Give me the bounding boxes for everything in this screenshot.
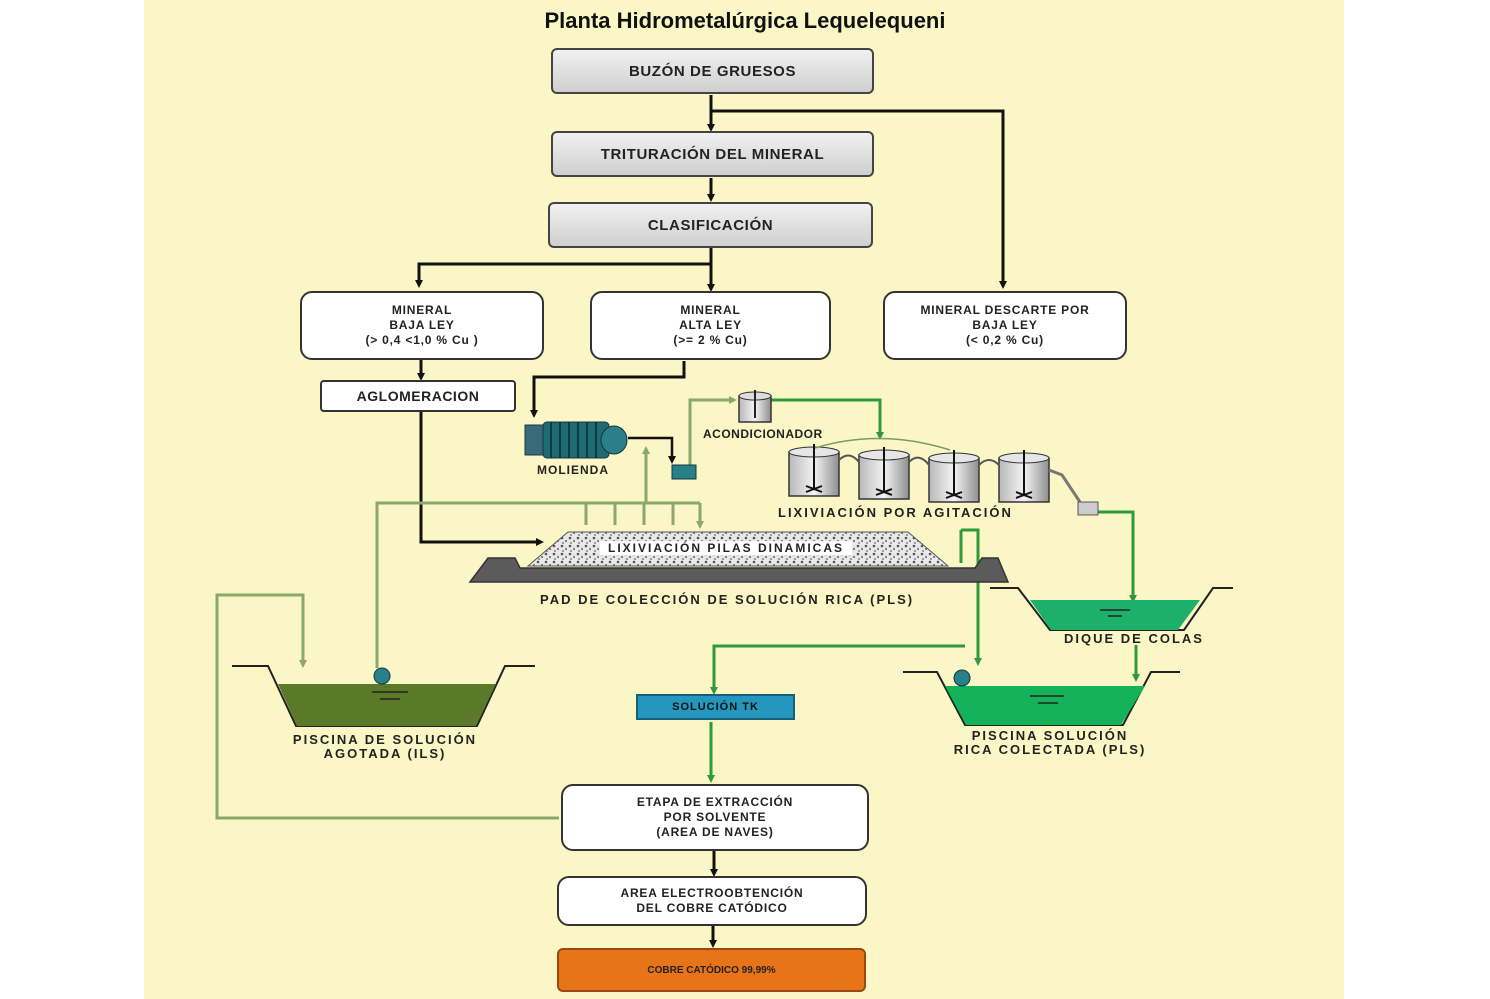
mill-pump: [671, 464, 697, 480]
diagram-title: Planta Hidrometalúrgica Lequelequeni: [544, 8, 946, 33]
agitation-tanks: [788, 437, 1099, 516]
label-lixiviacion-agitacion: LIXIVIACIÓN POR AGITACIÓN: [778, 505, 1013, 520]
node-cobre-catodico: COBRE CATÓDICO 99,99%: [557, 948, 866, 992]
arrow-pls-solucion-tk: [710, 644, 965, 695]
label-molienda: MOLIENDA: [537, 463, 609, 477]
node-mineral-baja-ley: MINERAL BAJA LEY (> 0,4 <1,0 % Cu ): [300, 291, 544, 360]
conditioner-tank: [738, 390, 772, 423]
node-trituracion-del-mineral: TRITURACIÓN DEL MINERAL: [551, 131, 874, 177]
green-flow-lines: [707, 398, 1140, 783]
agitation-tank-1: [788, 444, 840, 497]
agitation-tank-4: [998, 450, 1050, 503]
label-dique-de-colas: DIQUE DE COLAS: [1064, 631, 1204, 646]
node-solucion-tk: SOLUCIÓN TK: [636, 694, 795, 720]
arrow-pump-acondicionador: [688, 396, 737, 476]
arrow-acondicionador-agitacion: [770, 398, 884, 440]
tailings-dam: [990, 587, 1233, 631]
arrow-extraccion-ils: [215, 593, 559, 820]
line-ils-riego: [375, 501, 700, 668]
heap-pad: [468, 531, 1010, 583]
arrow-alta-molienda: [530, 361, 686, 418]
agitation-tank-3: [928, 450, 980, 503]
label-piscina-agotada: PISCINA DE SOLUCIÓN AGOTADA (ILS): [292, 732, 478, 761]
collection-pad: [468, 557, 1010, 583]
node-mineral-descarte: MINERAL DESCARTE POR BAJA LEY (< 0,2 % C…: [883, 291, 1127, 360]
pls-pump: [953, 669, 971, 687]
label-pad-coleccion: PAD DE COLECCIÓN DE SOLUCIÓN RICA (PLS): [540, 592, 915, 607]
arrow-pad-pls: [959, 528, 978, 662]
olive-flow-lines: [215, 396, 737, 820]
node-extraccion-por-solvente: ETAPA DE EXTRACCIÓN POR SOLVENTE (AREA D…: [561, 784, 869, 851]
node-area-electroobtencion: AREA ELECTROOBTENCIÓN DEL COBRE CATÓDICO: [557, 876, 867, 926]
node-aglomeracion: AGLOMERACION: [320, 380, 516, 412]
ils-pump: [373, 667, 391, 685]
ils-pool: [232, 665, 535, 727]
dark-flow-lines: [415, 95, 1007, 948]
label-piscina-rica: PISCINA SOLUCIÓN RICA COLECTADA (PLS): [953, 728, 1147, 757]
arrows-riego-pilas: [584, 503, 700, 525]
arrow-aglomeracion-pilas: [419, 411, 544, 546]
agitation-tank-2: [858, 447, 910, 500]
ball-mill: [524, 421, 628, 459]
arrow-agitacion-dique: [1096, 510, 1137, 603]
label-lixiviacion-pilas: LIXIVIACIÓN PILAS DINAMICAS: [600, 541, 853, 555]
pls-pool: [903, 669, 1180, 726]
arrow-molienda-pump: [628, 436, 676, 464]
label-acondicionador: ACONDICIONADOR: [703, 427, 823, 441]
node-clasificacion: CLASIFICACIÓN: [548, 202, 873, 248]
arrow-clasificacion-baja: [415, 262, 711, 288]
node-buzon-de-gruesos: BUZÓN DE GRUESOS: [551, 48, 874, 94]
node-mineral-alta-ley: MINERAL ALTA LEY (>= 2 % Cu): [590, 291, 831, 360]
arrow-buzon-descarte: [711, 109, 1007, 289]
